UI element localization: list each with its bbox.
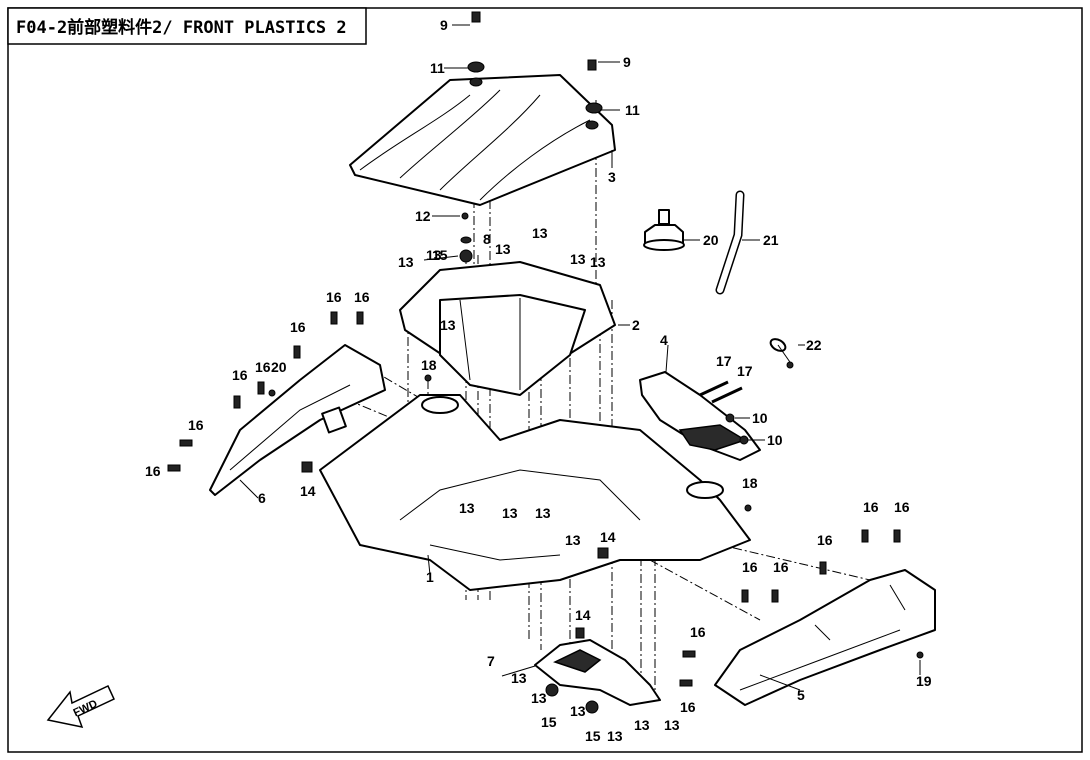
callout-label: 13 — [398, 254, 414, 270]
part-21-tube — [715, 190, 745, 295]
callout-label: 15 — [432, 247, 448, 263]
part-20-cap — [643, 209, 685, 251]
callout-label: 12 — [415, 208, 431, 224]
callout-label: 22 — [806, 337, 822, 353]
part-17-rods — [699, 380, 743, 404]
callout-label: 15 — [585, 728, 601, 744]
callout-label: 13 — [502, 505, 518, 521]
callout-label: 2 — [632, 317, 640, 333]
callout-label: 17 — [737, 363, 753, 379]
callout-label: 14 — [575, 607, 591, 623]
callout-label: 16 — [742, 559, 758, 575]
callout-label: 16 — [817, 532, 833, 548]
callout-label: 16 — [326, 289, 342, 305]
callout-label: 6 — [258, 490, 266, 506]
callout-label: 16 — [188, 417, 204, 433]
callout-label: 5 — [797, 687, 805, 703]
callout-label: 13 — [426, 247, 442, 263]
callout-label: 16 — [290, 319, 306, 335]
callout-label: 13 — [570, 703, 586, 719]
callout-label: 16 — [773, 559, 789, 575]
callout-label: 7 — [487, 653, 495, 669]
title-box: F04-2前部塑料件2/ FRONT PLASTICS 2 — [7, 7, 367, 45]
callout-label: 14 — [300, 483, 316, 499]
callout-label: 3 — [608, 169, 616, 185]
part-7-lower-cover — [534, 639, 661, 706]
part-1-front-body — [319, 394, 751, 591]
callout-label: 13 — [531, 690, 547, 706]
callout-label: 16 — [354, 289, 370, 305]
callout-label: 13 — [495, 241, 511, 257]
callout-label: 17 — [716, 353, 732, 369]
callout-label: 13 — [511, 670, 527, 686]
callout-label: 13 — [590, 254, 606, 270]
callout-label: 10 — [767, 432, 783, 448]
callout-label: 13 — [664, 717, 680, 733]
callout-label: 18 — [421, 357, 437, 373]
callout-label: 16 — [863, 499, 879, 515]
callout-label: 4 — [660, 332, 668, 348]
hardware-fasteners — [167, 11, 924, 714]
part-5-right-panel — [714, 569, 936, 706]
page-title: F04-2前部塑料件2/ FRONT PLASTICS 2 — [16, 17, 347, 38]
callout-label: 10 — [752, 410, 768, 426]
callout-label: 18 — [742, 475, 758, 491]
callout-label: 11 — [625, 102, 640, 118]
callout-label: 14 — [600, 529, 616, 545]
callout-label: 13 — [565, 532, 581, 548]
part-6-left-panel — [209, 344, 386, 496]
callout-label: 19 — [916, 673, 932, 689]
part-22-clip — [769, 338, 793, 366]
callout-label: 21 — [763, 232, 779, 248]
part-2-storage-tray — [399, 261, 616, 396]
callout-label: 9 — [623, 54, 631, 70]
callout-label: 13 — [532, 225, 548, 241]
leader-lines — [239, 24, 921, 691]
callout-label: 13 — [607, 728, 623, 744]
callout-label: 13 — [634, 717, 650, 733]
callout-label: 13 — [570, 251, 586, 267]
part-3-top-cover — [349, 74, 616, 206]
callout-label: 16 — [255, 359, 271, 375]
callout-label: 16 — [145, 463, 161, 479]
callout-label: 16 — [894, 499, 910, 515]
callout-label: 13 — [459, 500, 475, 516]
callout-label: 20 — [271, 359, 287, 375]
diagram-border — [7, 7, 1083, 753]
callout-label: 9 — [440, 17, 448, 33]
fwd-arrow-icon: FWD — [46, 684, 115, 729]
part-4-dash-panel — [639, 371, 761, 461]
callout-labels: 9 11 9 11 3 12 8 15 13 13 13 13 13 13 2 … — [145, 17, 932, 744]
callout-label: 15 — [541, 714, 557, 730]
callout-label: 16 — [690, 624, 706, 640]
callout-label: 16 — [232, 367, 248, 383]
callout-label: 1 — [426, 569, 434, 585]
callout-label: 11 — [430, 60, 445, 76]
callout-label: 13 — [440, 317, 456, 333]
callout-label: 20 — [703, 232, 719, 248]
callout-label: 13 — [535, 505, 551, 521]
callout-label: 8 — [483, 231, 491, 247]
callout-label: 16 — [680, 699, 696, 715]
